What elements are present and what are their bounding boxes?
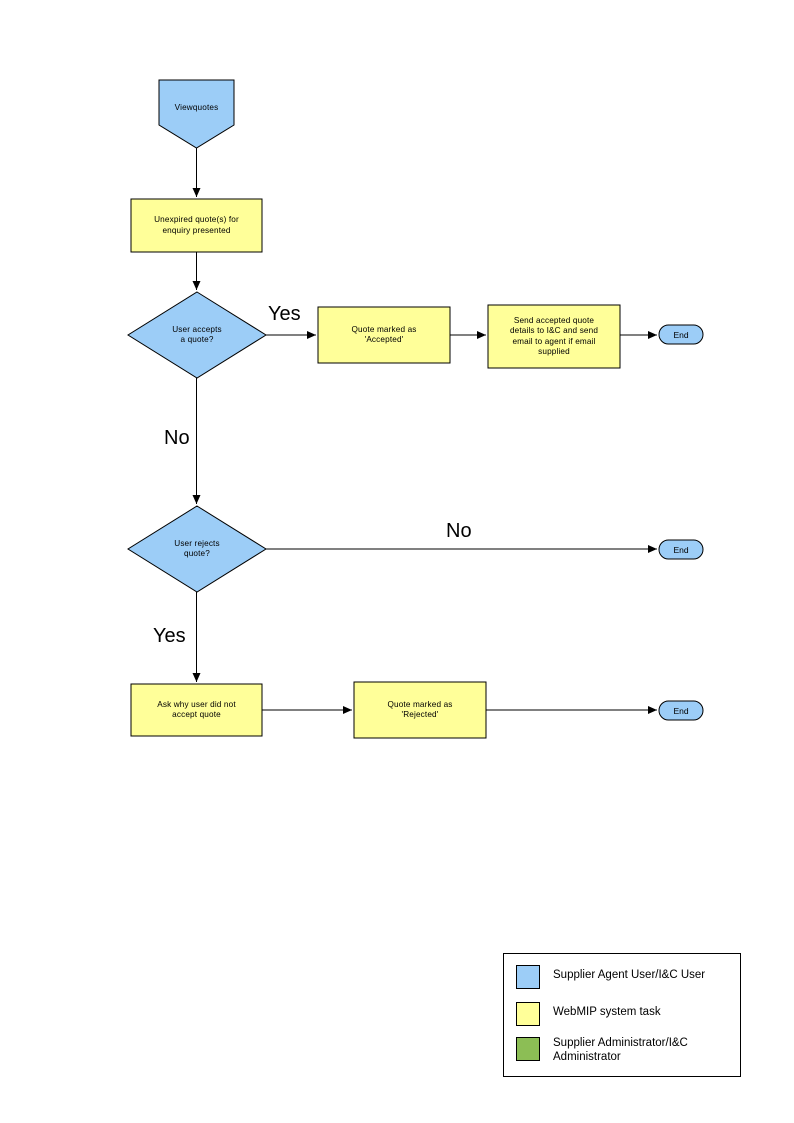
terminator-end-no-action-shape[interactable]: [658, 539, 704, 560]
legend-swatch-yellow: [516, 1002, 540, 1026]
process-unexpired-quotes-shape[interactable]: [130, 198, 263, 253]
start-viewquotes-shape[interactable]: [158, 79, 235, 149]
legend-label-supplier-agent: Supplier Agent User/I&C User: [553, 969, 706, 981]
process-ask-why-user-did-not-accept-shape[interactable]: [130, 683, 263, 737]
process-quote-marked-rejected-shape[interactable]: [353, 681, 487, 739]
decision-user-accepts-quote-shape[interactable]: [127, 291, 267, 379]
process-send-accepted-quote-details-shape[interactable]: [487, 304, 621, 369]
legend-item-webmip-system-task: WebMIP system task: [516, 1002, 661, 1026]
legend-box: Supplier Agent User/I&C User WebMIP syst…: [503, 953, 741, 1077]
legend-item-supplier-administrator: Supplier Administrator/I&C Administrator: [516, 1037, 688, 1064]
terminator-end-rejected-shape[interactable]: [658, 700, 704, 721]
legend-label-webmip-system-task: WebMIP system task: [553, 1006, 661, 1018]
legend-swatch-blue: [516, 965, 540, 989]
legend-item-supplier-agent: Supplier Agent User/I&C User: [516, 965, 705, 989]
decision-user-rejects-quote-shape[interactable]: [127, 505, 267, 593]
terminator-end-accepted-shape[interactable]: [658, 324, 704, 345]
process-quote-marked-accepted-shape[interactable]: [317, 306, 451, 364]
legend-swatch-green: [516, 1037, 540, 1061]
legend-label-supplier-administrator: Supplier Administrator/I&C Administrator: [553, 1037, 688, 1063]
